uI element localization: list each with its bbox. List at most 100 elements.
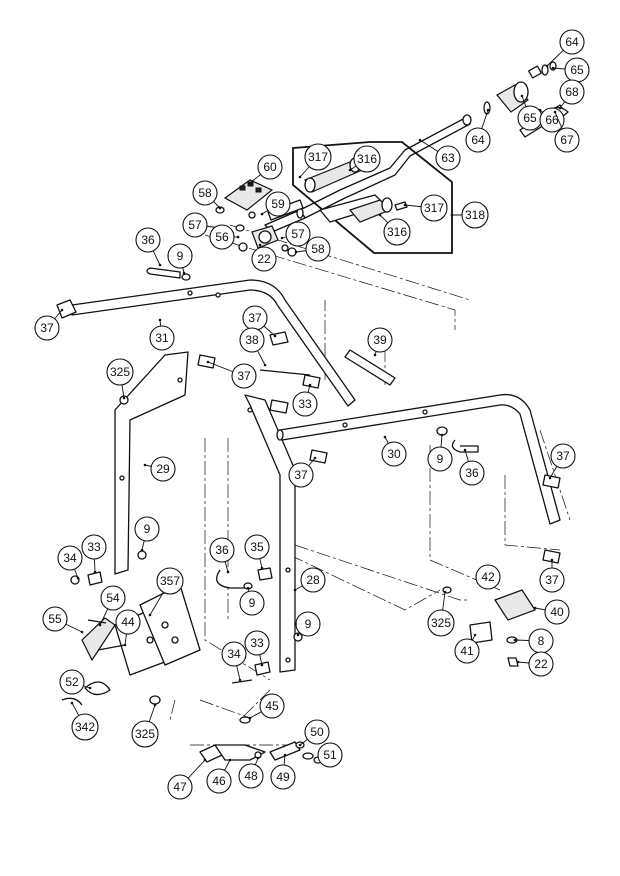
leader-end [246,586,250,590]
callout-circle [115,609,141,635]
callout-54: 54 [98,585,126,627]
callout-38: 38 [239,327,267,367]
leader-end [473,633,477,637]
callout-34: 34 [57,545,83,580]
callout-37: 37 [548,443,576,480]
leader-end [258,243,262,247]
callout-37: 37 [206,360,257,389]
callout-34: 34 [221,641,247,682]
callout-number: 65 [570,63,584,77]
callout-circle [367,327,393,353]
callout-36: 36 [135,227,162,267]
leader-end [98,623,102,627]
callout-circle [156,567,184,595]
callout-number: 29 [156,462,170,476]
callout-circle [257,154,283,180]
callout-64: 64 [465,108,491,153]
callout-circle [244,630,270,656]
callout-circle [239,327,265,353]
callout-circle [383,218,411,246]
callout-circle [221,641,247,667]
callout-number: 40 [550,605,564,619]
assembly-318-outline [292,141,453,254]
callout-316: 316 [348,145,381,173]
callout-circle [539,567,565,593]
callout-number: 325 [431,616,451,630]
callout-65: 65 [551,57,590,83]
leader-end [260,566,264,570]
callout-number: 58 [311,242,325,256]
leader-end [93,570,97,574]
leader-end [260,663,264,667]
callout-37: 37 [34,308,64,341]
callout-circle [559,79,585,105]
leader-end [513,638,517,642]
callout-circle [71,713,99,741]
callout-number: 33 [87,540,101,554]
leader-end [298,743,302,747]
callout-50: 50 [298,719,330,747]
leader-end [293,588,297,592]
callout-number: 36 [465,466,479,480]
callout-circle [461,201,489,229]
leader-end [553,110,557,114]
callout-circle [459,460,485,486]
leader-end [308,383,312,387]
callout-circle [57,545,83,571]
callout-circle [106,358,134,386]
callout-317: 317 [403,194,448,222]
callout-number: 28 [306,573,320,587]
callout-number: 33 [250,636,264,650]
callout-number: 60 [263,160,277,174]
callout-37: 37 [288,456,317,488]
callout-number: 57 [188,218,202,232]
leader-end [383,435,387,439]
callout-35: 35 [244,534,270,570]
callout-number: 67 [560,133,574,147]
callout-circle [554,127,580,153]
leader-end [248,716,252,720]
callout-number: 33 [298,397,312,411]
callout-22: 22 [251,243,277,272]
leader-end [283,753,287,757]
callout-44: 44 [115,609,141,647]
callout-60: 60 [248,154,283,185]
callout-45: 45 [248,693,285,720]
callout-circle [182,212,208,238]
callout-number: 36 [215,543,229,557]
callout-circle [209,224,235,250]
callout-circle [305,236,331,262]
leader-end [88,686,92,690]
callout-29: 29 [143,456,176,482]
callout-number: 66 [545,113,559,127]
callout-9: 9 [295,611,321,637]
phantom-lines [169,224,571,746]
callout-number: 37 [556,449,570,463]
callout-number: 9 [437,452,444,466]
callout-317: 317 [298,143,332,179]
callout-circle [81,534,107,560]
callout-circle [559,29,585,55]
leader-end [158,263,162,267]
callout-37: 37 [242,305,277,338]
callout-circle [192,180,218,206]
callout-circle [259,693,285,719]
fasteners [70,395,536,684]
leader-end [263,363,267,367]
callout-325: 325 [106,358,134,400]
callout-42: 42 [475,564,501,590]
callout-number: 9 [177,249,184,263]
callout-41: 41 [454,633,480,664]
callout-circle [150,456,176,482]
callout-number: 9 [249,596,256,610]
callout-number: 22 [534,657,548,671]
callout-36: 36 [209,537,235,574]
callout-circle [427,609,455,637]
callout-33: 33 [244,630,270,667]
callout-circle [238,763,264,789]
callout-circle [149,325,175,351]
callout-number: 55 [48,612,62,626]
callout-number: 37 [248,311,262,325]
leader-end [296,633,300,637]
